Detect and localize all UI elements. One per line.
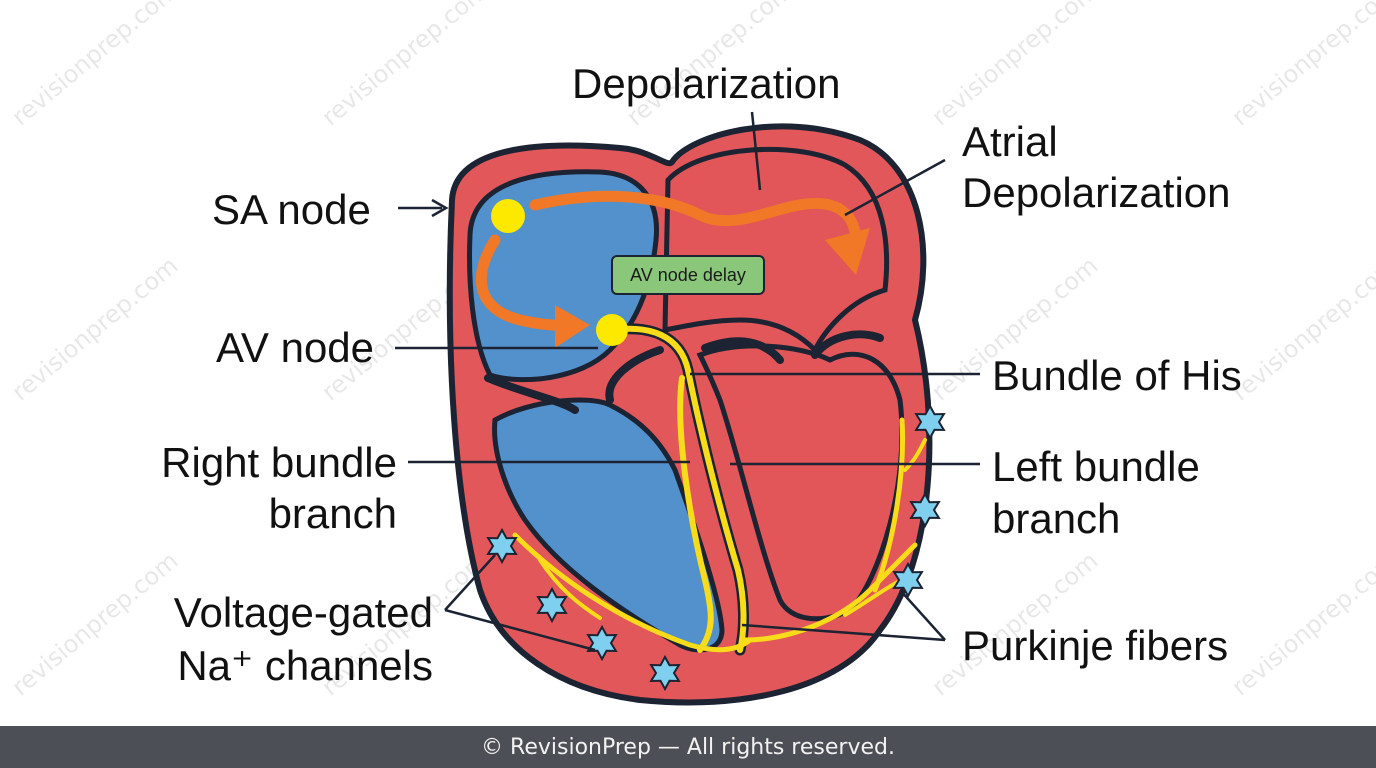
tricuspid-flap-right: [605, 346, 664, 404]
watermark-text: revisionprep.com: [6, 251, 183, 406]
label-right-bundle-line1: Right bundle: [161, 439, 397, 486]
label-left-bundle-line2: branch: [992, 495, 1120, 542]
atrial-depolarization-arrowhead: [825, 228, 870, 275]
label-right-bundle-line2: branch: [269, 490, 397, 537]
purkinje-fiber-left-2: [872, 417, 905, 593]
right-bundle-branch-path: [677, 375, 714, 653]
watermark-text: revisionprep.com: [6, 546, 183, 701]
leader-depolarization: [750, 111, 762, 191]
leader-voltage-a: [444, 554, 496, 611]
label-atrial-line1: Atrial: [962, 118, 1058, 165]
copyright-footer: © RevisionPrep — All rights reserved.: [0, 726, 1376, 768]
watermark-text: revisionprep.com: [1226, 0, 1376, 131]
mitral-flap-left: [701, 337, 784, 364]
purkinje-fiber-lower-right: [512, 532, 753, 653]
label-atrial-line2: Depolarization: [962, 169, 1231, 216]
purkinje-fiber-lower-left: [538, 558, 602, 620]
watermark-text: revisionprep.com: [1226, 546, 1376, 701]
tricuspid-flap-left: [484, 374, 579, 414]
label-voltage-line2: Na⁺ channels: [177, 642, 433, 689]
bundle-of-his-path-fill: [609, 325, 747, 653]
leader-purkinje-b: [741, 623, 946, 642]
av-node-delay-label: AV node delay: [630, 265, 746, 285]
av-node-delay-box: [611, 255, 765, 295]
av-node: [596, 314, 628, 346]
leader-sa-node-arrowhead: [431, 198, 449, 218]
sa-node: [491, 199, 525, 233]
mitral-flap-right: [811, 330, 884, 359]
watermark-text: revisionprep.com: [316, 0, 493, 131]
footer-text: © RevisionPrep — All rights reserved.: [481, 734, 895, 760]
label-bundle-of-his: Bundle of His: [992, 352, 1242, 399]
watermark-text: revisionprep.com: [926, 0, 1103, 131]
cardiac-conduction-diagram: revisionprep.com revisionprep.com revision…: [6, 0, 1376, 706]
label-sa-node: SA node: [212, 186, 371, 233]
watermark-text: revisionprep.com: [1226, 251, 1376, 406]
purkinje-fiber-left-3: [903, 438, 927, 472]
av-conduction-arrowhead: [555, 305, 590, 348]
purkinje-fiber-left-1: [742, 542, 918, 643]
leader-purkinje-a: [899, 589, 946, 641]
atrial-depolarization-arrow: [529, 190, 862, 261]
label-purkinje: Purkinje fibers: [962, 622, 1228, 669]
label-av-node: AV node: [216, 324, 374, 371]
leader-voltage-b: [444, 608, 596, 652]
leader-atrial-depolarization: [844, 158, 946, 217]
left-atrium: [662, 146, 890, 355]
label-left-bundle-line1: Left bundle: [992, 443, 1200, 490]
label-voltage-line1: Voltage-gated: [174, 589, 433, 636]
label-depolarization: Depolarization: [572, 60, 841, 107]
watermark-text: revisionprep.com: [6, 0, 183, 131]
